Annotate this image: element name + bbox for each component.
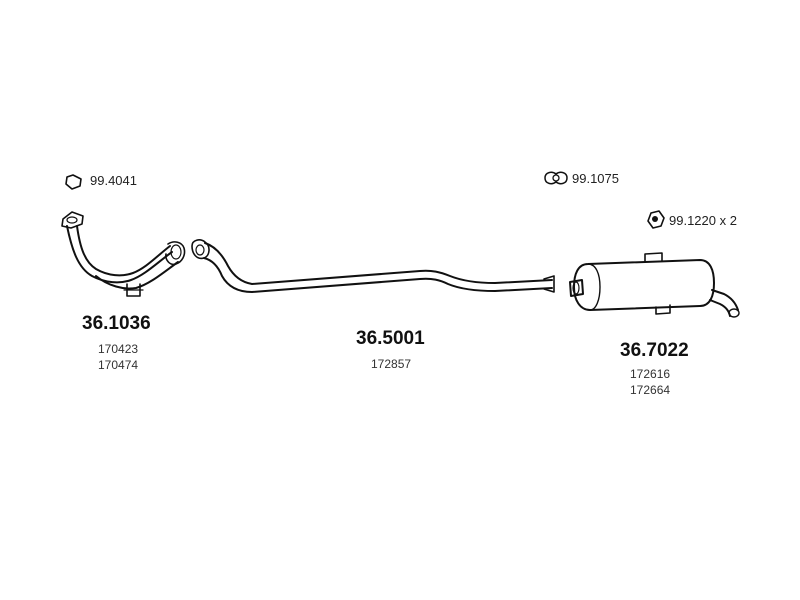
rubber-mount-icon [647,210,665,229]
oem-reference-list: 172857 [371,356,411,372]
oem-reference: 172857 [371,357,412,371]
front-pipe-drawing [61,211,186,297]
oem-reference-list: 172616 172664 [630,366,670,398]
rear-silencer-drawing [569,252,740,318]
oem-reference-list: 170423 170474 [98,341,138,373]
part-number: 36.7022 [620,340,689,361]
part-number: 36.1036 [82,313,151,334]
accessory-code: 99.1220 x 2 [669,213,737,228]
ring-gasket-icon [65,174,82,190]
oem-reference: 172664 [630,383,671,397]
accessory-code: 99.4041 [90,173,137,188]
part-number: 36.5001 [356,328,425,349]
middle-pipe-drawing [191,239,555,293]
oem-reference: 170423 [98,342,139,356]
oem-reference: 170474 [98,358,139,372]
clamp-icon [544,171,568,185]
oem-reference: 172616 [630,367,671,381]
accessory-code: 99.1075 [572,171,619,186]
